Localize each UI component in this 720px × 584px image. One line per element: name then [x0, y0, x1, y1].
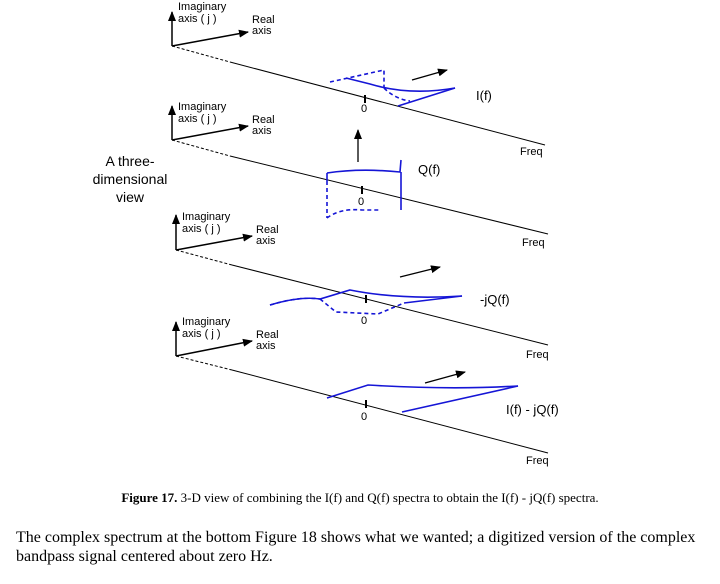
rotation-arrow: [411, 68, 448, 81]
freq-label: Freq: [526, 349, 549, 361]
spectrum-negative-tail: [383, 87, 411, 102]
freq-axis: [231, 369, 549, 454]
figure-number: Figure 17.: [121, 490, 178, 505]
freq-label: Freq: [522, 237, 545, 249]
real-label-2: axis: [252, 125, 272, 137]
body-paragraph: The complex spectrum at the bottom Figur…: [16, 529, 696, 565]
real-label: Real: [256, 224, 279, 236]
panel-jq: Imaginary axis ( j ) Real axis Freq 0 -j…: [172, 211, 549, 361]
signal-label-i: I(f): [476, 88, 492, 103]
freq-axis: [229, 155, 549, 235]
imaginary-label: Imaginary: [178, 1, 227, 13]
signal-label-q: Q(f): [418, 162, 440, 177]
imaginary-label: Imaginary: [182, 211, 231, 223]
real-label: Real: [256, 329, 279, 341]
side-label-line-1: A three-: [105, 153, 154, 169]
freq-axis-dashed: [171, 45, 231, 63]
real-label: Real: [252, 14, 275, 26]
spectrum-positive-curve: [345, 77, 456, 92]
spectrum-lower-edge: [401, 385, 519, 413]
panel-q: Imaginary axis ( j ) Real axis Freq 0 Q(…: [168, 101, 549, 249]
zero-label: 0: [361, 315, 367, 327]
zero-label: 0: [358, 196, 364, 208]
freq-label: Freq: [520, 146, 543, 158]
spectrum-negative-dashed: [269, 297, 321, 306]
zero-label: 0: [361, 103, 367, 115]
real-axis-arrow: [171, 123, 249, 141]
figure-17-diagram: Imaginary axis ( j ) Real axis Freq 0 I(…: [93, 1, 559, 467]
signal-label-jq: -jQ(f): [480, 292, 510, 307]
figure-caption-text: 3-D view of combining the I(f) and Q(f) …: [180, 490, 599, 505]
real-axis-arrow: [171, 29, 249, 47]
imaginary-label-2: axis ( j ): [182, 223, 221, 235]
panel-i: Imaginary axis ( j ) Real axis Freq 0 I(…: [168, 1, 546, 158]
real-label: Real: [252, 114, 275, 126]
freq-axis: [229, 61, 546, 146]
real-label-2: axis: [256, 340, 276, 352]
signal-label-sum: I(f) - jQ(f): [506, 402, 559, 417]
spectrum-lower-dashed: [319, 298, 405, 315]
figure-caption: Figure 17. 3-D view of combining the I(f…: [0, 490, 720, 506]
imaginary-label: Imaginary: [178, 101, 227, 113]
freq-axis-dashed: [175, 355, 233, 371]
freq-label: Freq: [526, 455, 549, 467]
freq-axis: [231, 264, 549, 346]
zero-label: 0: [361, 411, 367, 423]
real-label-2: axis: [256, 235, 276, 247]
imaginary-label-2: axis ( j ): [178, 13, 217, 25]
real-axis-arrow: [175, 233, 253, 251]
spectrum-lower-dashed: [326, 208, 380, 219]
real-axis-arrow: [175, 338, 253, 357]
imaginary-label-2: axis ( j ): [182, 328, 221, 340]
imaginary-label: Imaginary: [182, 316, 231, 328]
rotation-arrow: [399, 265, 441, 278]
side-label-line-2: dimensional: [93, 171, 168, 187]
imaginary-label-2: axis ( j ): [178, 113, 217, 125]
real-label-2: axis: [252, 25, 272, 37]
spectrum-upper-curve: [326, 384, 519, 399]
spectrum-positive-edge: [403, 295, 463, 304]
side-label-line-3: view: [116, 189, 145, 205]
spectrum-upper-curve: [326, 159, 402, 174]
spectrum-positive-edge: [397, 87, 456, 107]
freq-axis-dashed: [175, 249, 233, 266]
rotation-arrow: [424, 370, 466, 384]
freq-axis-dashed: [171, 139, 231, 157]
panel-sum: Imaginary axis ( j ) Real axis Freq 0 I(…: [172, 316, 559, 467]
